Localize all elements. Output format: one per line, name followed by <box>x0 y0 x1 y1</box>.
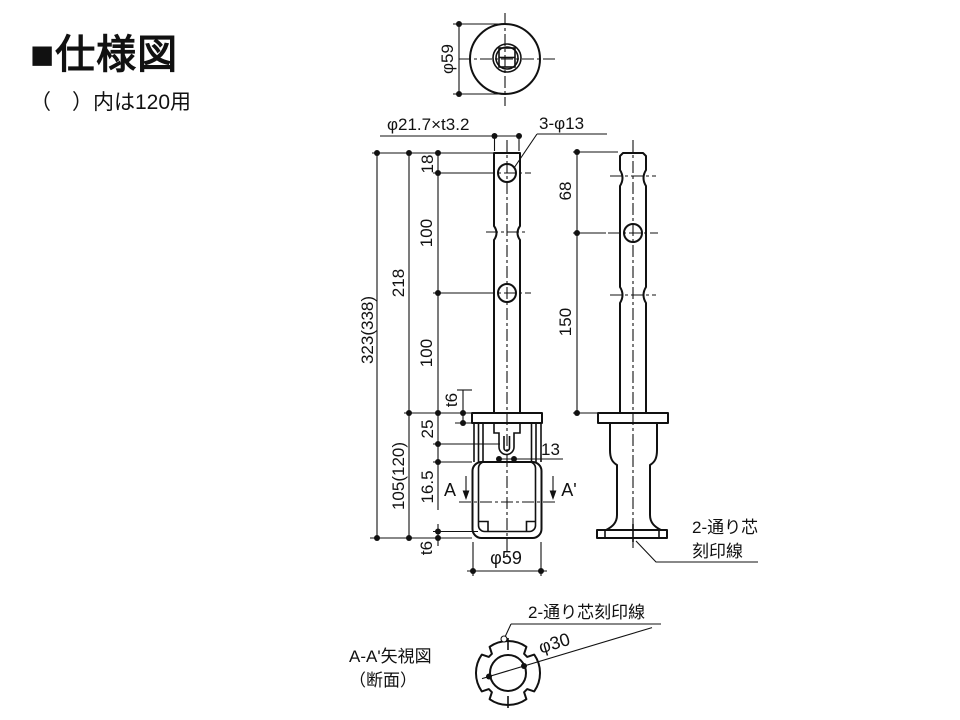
dim-105: 105(120) <box>389 442 408 510</box>
section-title-line2: （断面） <box>349 671 417 690</box>
side-marking-note-line1: 2-通り芯 <box>692 518 758 537</box>
label-a: A <box>444 480 456 500</box>
leader-circle <box>500 635 508 643</box>
side-flange <box>597 412 669 424</box>
dim-holes: 3-φ13 <box>539 114 584 133</box>
section-arrow-a: A <box>444 476 470 500</box>
section-arrow-a-prime: A' <box>549 476 577 500</box>
side-base-profile <box>605 422 662 531</box>
front-tongue-round <box>498 446 515 456</box>
dim-t6-bottom: t6 <box>417 541 436 555</box>
front-socket-walls <box>473 423 542 462</box>
front-tongue-slot <box>503 436 511 452</box>
front-pipe-outline <box>493 152 521 414</box>
section-view: φ30 2-通り芯刻印線 A-A'矢視図 （断面） <box>349 603 661 708</box>
dim-100b: 100 <box>417 339 436 367</box>
dim-25: 25 <box>418 420 437 439</box>
dim-16-5: 16.5 <box>418 470 437 503</box>
section-title-line1: A-A'矢視図 <box>349 647 432 666</box>
side-pipe-outline <box>619 152 647 414</box>
section-inner-circle <box>489 654 527 692</box>
top-view-pipe-id-circle <box>495 46 519 70</box>
side-base-plate <box>596 529 668 539</box>
section-marking-note: 2-通り芯刻印線 <box>528 603 645 622</box>
dim-13: 13 <box>541 440 560 459</box>
side-marking-note-line2: 刻印線 <box>692 542 743 561</box>
dim-218: 218 <box>389 269 408 297</box>
dim-dia59-top: φ59 <box>438 44 457 74</box>
front-dimensions: φ21.7×t3.2 3-φ13 <box>358 114 607 576</box>
side-marking-leader <box>635 540 758 563</box>
dim-100a: 100 <box>417 219 436 247</box>
dim-323: 323(338) <box>358 296 377 364</box>
parenthesis-note: （ ）内は120用 <box>30 91 192 114</box>
label-a-prime: A' <box>561 480 576 500</box>
top-view-pipe-od-circle <box>492 43 522 73</box>
dim-pipe-spec: φ21.7×t3.2 <box>387 115 469 134</box>
dim-150: 150 <box>556 308 575 336</box>
dim-t6-flange: t6 <box>442 393 461 407</box>
page-title: ■仕様図 <box>30 33 179 77</box>
front-base-inner <box>477 461 537 533</box>
front-flange <box>471 412 543 424</box>
dim-dia59-bottom: φ59 <box>490 548 522 568</box>
front-tongue-sides <box>493 423 521 447</box>
front-base-clips <box>479 520 535 532</box>
side-view: 68 150 2-通り芯 刻印線 <box>556 140 758 563</box>
dim-18: 18 <box>418 155 437 174</box>
front-view: A A' <box>444 140 577 558</box>
section-outer-ring <box>475 640 541 706</box>
dim-68: 68 <box>556 182 575 201</box>
top-view: φ59 <box>438 13 558 106</box>
